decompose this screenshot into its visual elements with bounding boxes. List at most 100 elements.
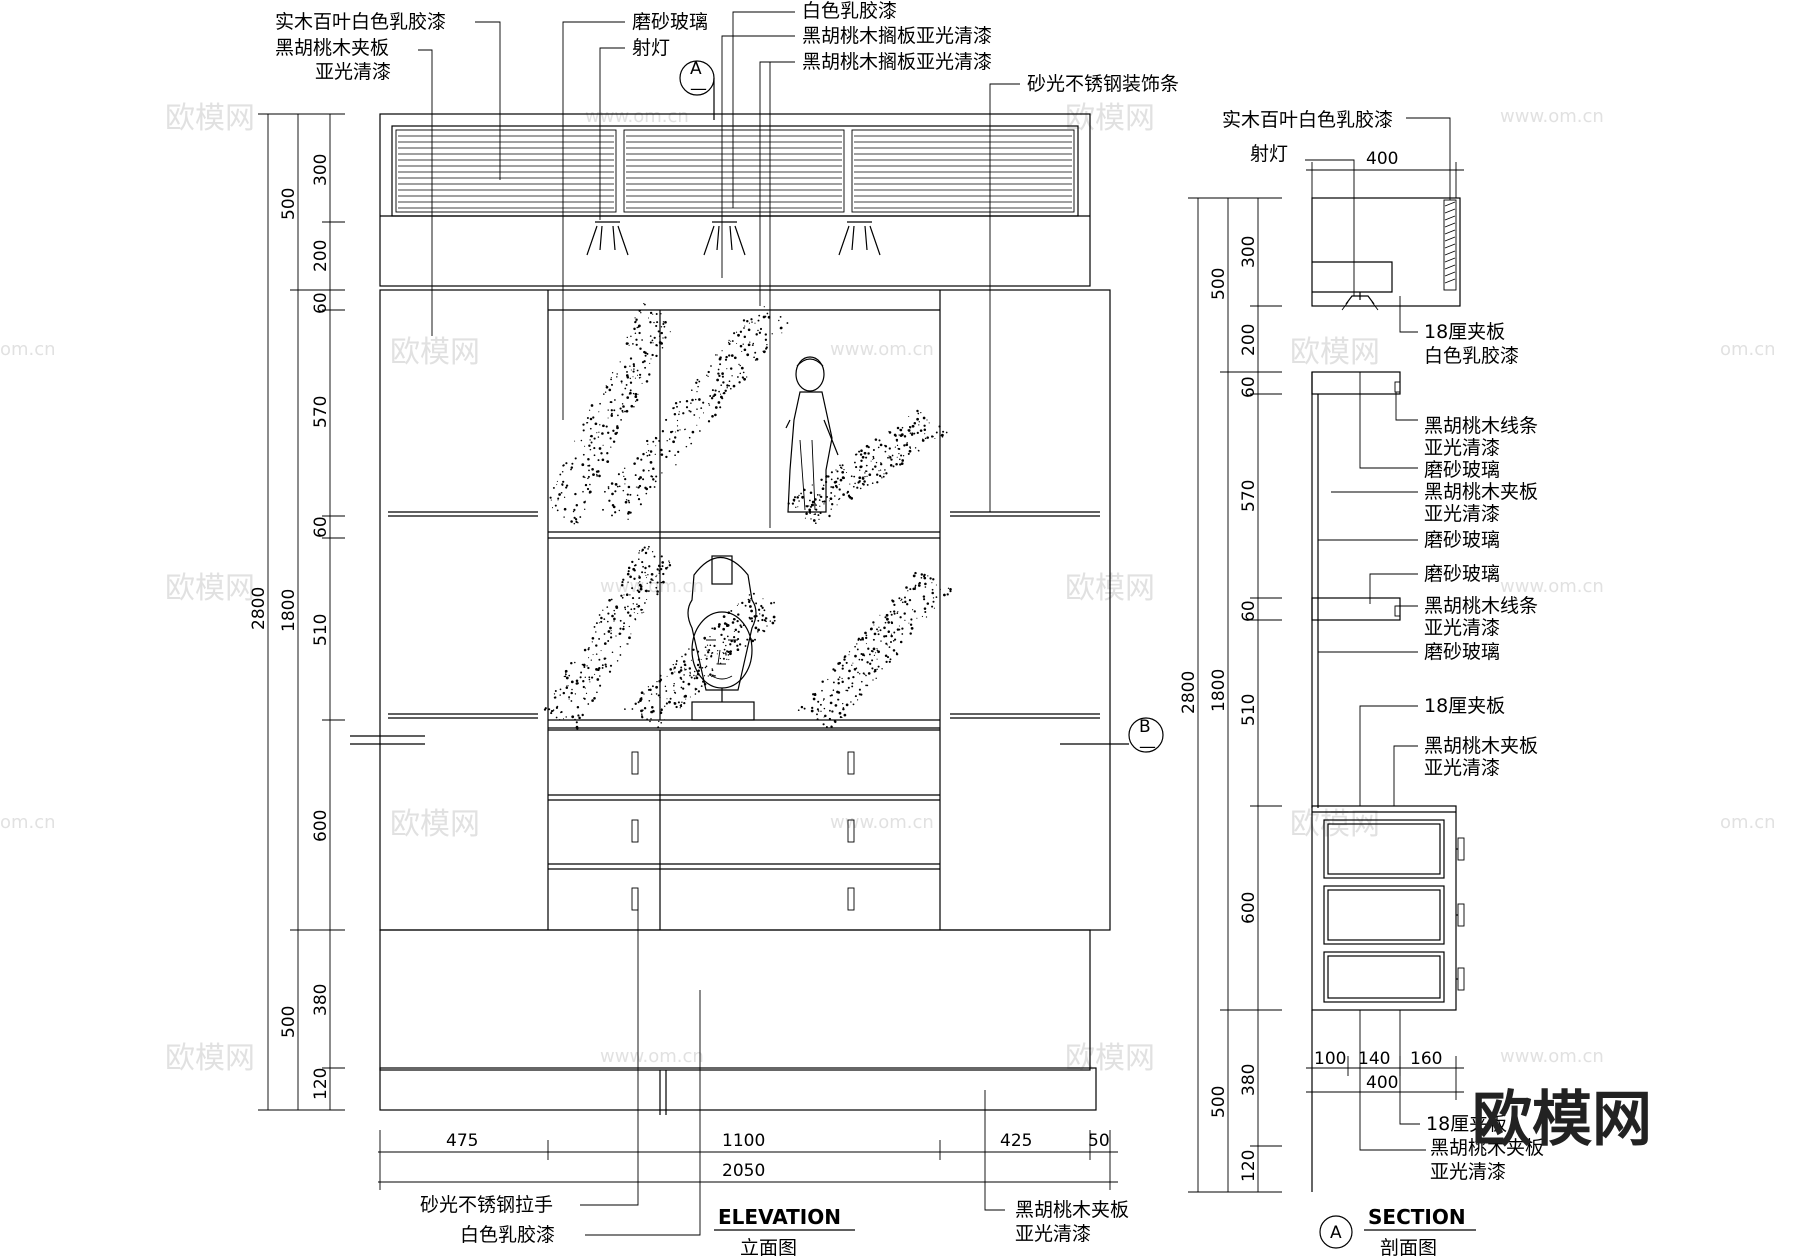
glass-speckle xyxy=(641,548,645,552)
glass-speckle xyxy=(819,512,822,515)
glass-speckle xyxy=(613,409,616,412)
glass-speckle xyxy=(914,588,916,591)
glass-speckle xyxy=(817,700,820,703)
glass-speckle xyxy=(763,609,766,612)
glass-speckle xyxy=(632,365,636,368)
glass-speckle xyxy=(849,483,851,485)
glass-speckle xyxy=(716,354,718,356)
glass-speckle xyxy=(821,500,824,503)
glass-speckle xyxy=(730,639,733,643)
glass-speckle xyxy=(656,680,658,683)
glass-speckle xyxy=(560,710,563,714)
glass-speckle xyxy=(666,440,668,442)
glass-speckle xyxy=(656,581,659,584)
glass-speckle xyxy=(570,680,574,684)
section-louver-slat xyxy=(1444,250,1456,256)
glass-speckle xyxy=(872,621,875,624)
section-dim-bot: 500 xyxy=(1209,1086,1229,1118)
glass-speckle xyxy=(646,718,648,721)
glass-speckle xyxy=(614,483,618,486)
glass-speckle xyxy=(748,616,751,619)
glass-speckle xyxy=(653,555,656,558)
glass-speckle xyxy=(823,716,825,718)
glass-speckle xyxy=(762,315,766,319)
glass-speckle xyxy=(899,434,903,437)
glass-speckle xyxy=(626,572,630,576)
glass-speckle xyxy=(630,404,634,408)
section-handle-icon xyxy=(1456,837,1465,861)
glass-speckle xyxy=(666,698,668,700)
glass-speckle xyxy=(838,711,842,715)
glass-speckle xyxy=(818,518,820,521)
glass-speckle xyxy=(655,575,657,578)
glass-speckle xyxy=(624,708,626,710)
section-dimensions-left xyxy=(1188,197,1282,1193)
glass-speckle xyxy=(903,444,906,447)
glass-speckle xyxy=(887,630,891,633)
glass-speckle xyxy=(711,389,714,392)
glass-speckle xyxy=(885,642,888,645)
glass-speckle xyxy=(573,516,576,519)
glass-speckle xyxy=(821,689,823,692)
glass-speckle xyxy=(640,376,642,378)
glass-speckle xyxy=(626,370,628,373)
glass-speckle xyxy=(917,584,921,587)
glass-speckle xyxy=(676,405,678,408)
glass-speckle xyxy=(598,614,601,616)
glass-speckle xyxy=(589,439,591,441)
glass-speckle xyxy=(809,499,811,502)
glass-speckle xyxy=(556,484,558,486)
glass-speckle xyxy=(908,415,910,418)
glass-speckle xyxy=(591,676,594,679)
glass-speckle xyxy=(664,685,667,688)
section-dimensions-bottom xyxy=(1306,1056,1464,1100)
glass-speckle xyxy=(626,396,630,399)
glass-speckle xyxy=(739,364,741,367)
glass-speckle xyxy=(685,668,687,671)
glass-speckle xyxy=(743,335,747,339)
glass-speckle xyxy=(598,622,600,624)
glass-speckle xyxy=(697,690,701,693)
glass-speckle xyxy=(655,685,658,689)
glass-speckle xyxy=(611,614,614,618)
glass-speckle xyxy=(655,475,658,478)
glass-speckle xyxy=(860,680,863,683)
glass-speckle xyxy=(793,500,795,502)
section-view: 实木百叶白色乳胶漆 射灯 18厘夹板 白色乳胶漆 黑胡桃木线条 亚光清漆 磨砂玻… xyxy=(1179,109,1544,1259)
dim-inner: 600 xyxy=(311,810,331,842)
glass-speckle xyxy=(913,610,916,613)
glass-speckle xyxy=(607,431,610,434)
glass-speckle xyxy=(595,622,598,625)
glass-speckle xyxy=(574,440,576,442)
watermark-site: om.cn xyxy=(0,339,56,360)
glass-speckle xyxy=(644,602,646,604)
glass-speckle xyxy=(896,440,898,443)
glass-speckle xyxy=(665,418,668,421)
glass-speckle xyxy=(555,716,558,719)
glass-speckle xyxy=(823,503,825,505)
glass-speckle xyxy=(642,469,645,472)
glass-speckle xyxy=(728,354,731,357)
glass-speckle xyxy=(659,678,663,681)
glass-speckle xyxy=(739,330,743,333)
glass-speckle xyxy=(729,650,732,653)
glass-speckle xyxy=(688,667,692,670)
glass-speckle xyxy=(901,633,904,635)
glass-speckle xyxy=(726,384,729,387)
glass-speckle xyxy=(638,558,640,560)
glass-speckle xyxy=(737,603,739,605)
glass-speckle xyxy=(723,391,726,395)
glass-speckle xyxy=(880,463,883,466)
glass-speckle xyxy=(913,432,916,435)
glass-speckle xyxy=(644,303,646,306)
glass-speckle xyxy=(628,636,631,640)
glass-speckle xyxy=(619,627,622,630)
glass-speckle xyxy=(710,365,712,367)
glass-speckle xyxy=(562,691,566,695)
glass-speckle xyxy=(814,522,817,525)
glass-speckle xyxy=(614,490,617,493)
glass-speckle xyxy=(641,339,643,341)
glass-speckle xyxy=(570,520,573,523)
glass-speckle xyxy=(660,708,663,712)
section-label-walnut-panel: 黑胡桃木夹板 xyxy=(1424,735,1538,757)
